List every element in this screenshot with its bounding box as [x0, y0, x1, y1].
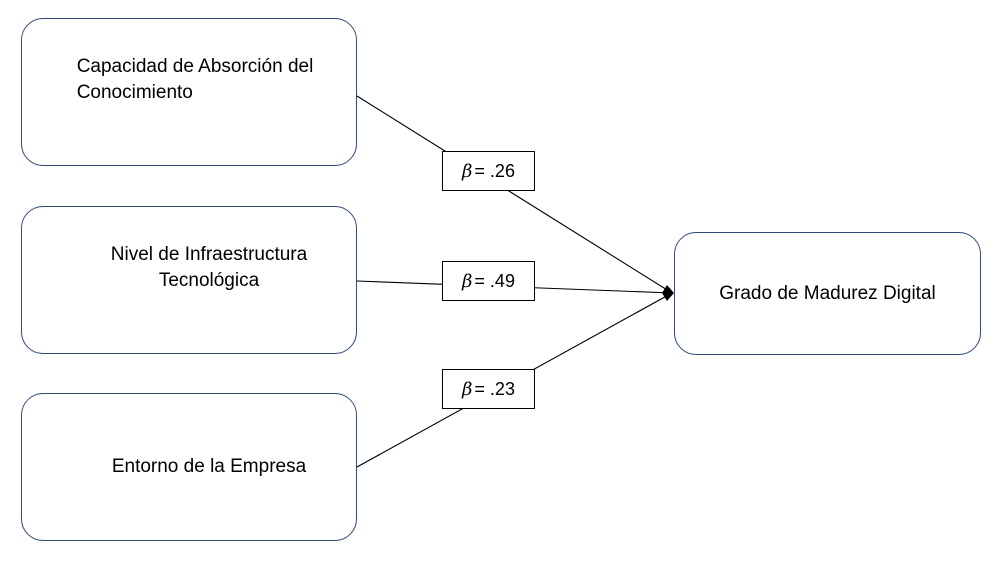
path-coefficient-absorcion: β = .26: [442, 151, 535, 191]
node-label-absorcion: Capacidad de Absorción del Conocimiento: [76, 56, 314, 103]
path-coefficient-infraestructura: β = .49: [442, 261, 535, 301]
coefficient-value: = .23: [474, 378, 515, 399]
node-madurez-digital: Grado de Madurez Digital: [674, 232, 981, 355]
beta-symbol: β: [462, 160, 473, 182]
node-capacidad-absorcion: Capacidad de Absorción del Conocimiento: [21, 18, 357, 166]
node-label-madurez: Grado de Madurez Digital: [719, 282, 936, 304]
node-entorno-empresa: Entorno de la Empresa: [21, 393, 357, 541]
beta-symbol: β: [462, 378, 473, 400]
node-label-entorno: Entorno de la Empresa: [111, 456, 307, 478]
node-infraestructura-tecnologica: Nivel de Infraestructura Tecnológica: [21, 206, 357, 354]
coefficient-value: = .26: [474, 160, 515, 181]
node-label-infraestructura: Nivel de Infraestructura Tecnológica: [110, 244, 308, 291]
coefficient-value: = .49: [474, 270, 515, 291]
beta-symbol: β: [462, 270, 473, 292]
path-line-absorcion: [356, 95, 673, 294]
path-coefficient-entorno: β = .23: [442, 369, 535, 409]
arrowhead-icon: [662, 285, 674, 301]
